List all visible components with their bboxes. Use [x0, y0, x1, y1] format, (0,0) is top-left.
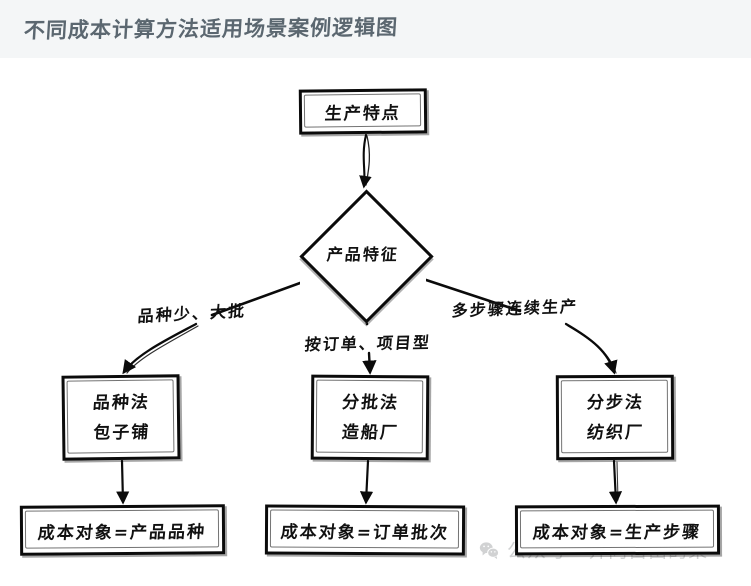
- node-result-cost-object-production-step[interactable]: 成本对象=生产步骤: [514, 504, 721, 556]
- edge-method-mid-to-result-mid: [359, 459, 374, 505]
- edge-method-left-to-result-left: [116, 459, 130, 505]
- node-result-cost-object-order-batch[interactable]: 成本对象=订单批次: [264, 504, 466, 556]
- node-product-features-decision[interactable]: 产品特征: [298, 188, 434, 324]
- edge-start-to-decision: [359, 133, 372, 189]
- node-decision-label-wrap: 产品特征: [300, 190, 426, 316]
- edge-label-by-order-project: 按订单、项目型: [303, 332, 432, 355]
- node-method-mid-line1: 分批法: [340, 392, 400, 413]
- node-method-left-line2: 包子铺: [91, 422, 151, 443]
- page-title: 不同成本计算方法适用场景案例逻辑图: [23, 15, 399, 43]
- title-bar: 不同成本计算方法适用场景案例逻辑图: [0, 0, 751, 58]
- node-start-label: 生产特点: [324, 103, 402, 125]
- node-result-mid-label: 成本对象=订单批次: [279, 522, 450, 543]
- wechat-icon: [479, 541, 500, 559]
- node-method-right-line2: 纺织厂: [585, 422, 645, 443]
- node-result-cost-object-product-variety[interactable]: 成本对象=产品品种: [19, 504, 226, 556]
- edge-decision-to-method-right: [409, 273, 618, 375]
- node-method-step[interactable]: 分步法 纺织厂: [555, 374, 675, 461]
- node-method-variety[interactable]: 品种法 包子铺: [61, 374, 181, 461]
- node-method-batch[interactable]: 分批法 造船厂: [310, 374, 430, 461]
- edge-method-right-to-result-right: [608, 459, 623, 505]
- node-method-left-line1: 品种法: [91, 392, 151, 413]
- node-result-right-label: 成本对象=生产步骤: [532, 522, 703, 543]
- diagram-canvas: 生产特点 产品特征 品种少、大批 按订单、项目型 多步骤连续生产 品种法 包子铺…: [0, 58, 751, 586]
- node-production-characteristics[interactable]: 生产特点: [298, 88, 428, 135]
- node-result-left-label: 成本对象=产品品种: [37, 521, 208, 544]
- node-decision-label: 产品特征: [326, 245, 400, 264]
- edge-label-multistep-continuous: 多步骤连续生产: [451, 296, 579, 321]
- node-method-mid-line2: 造船厂: [340, 422, 400, 443]
- node-method-right-line1: 分步法: [585, 392, 645, 413]
